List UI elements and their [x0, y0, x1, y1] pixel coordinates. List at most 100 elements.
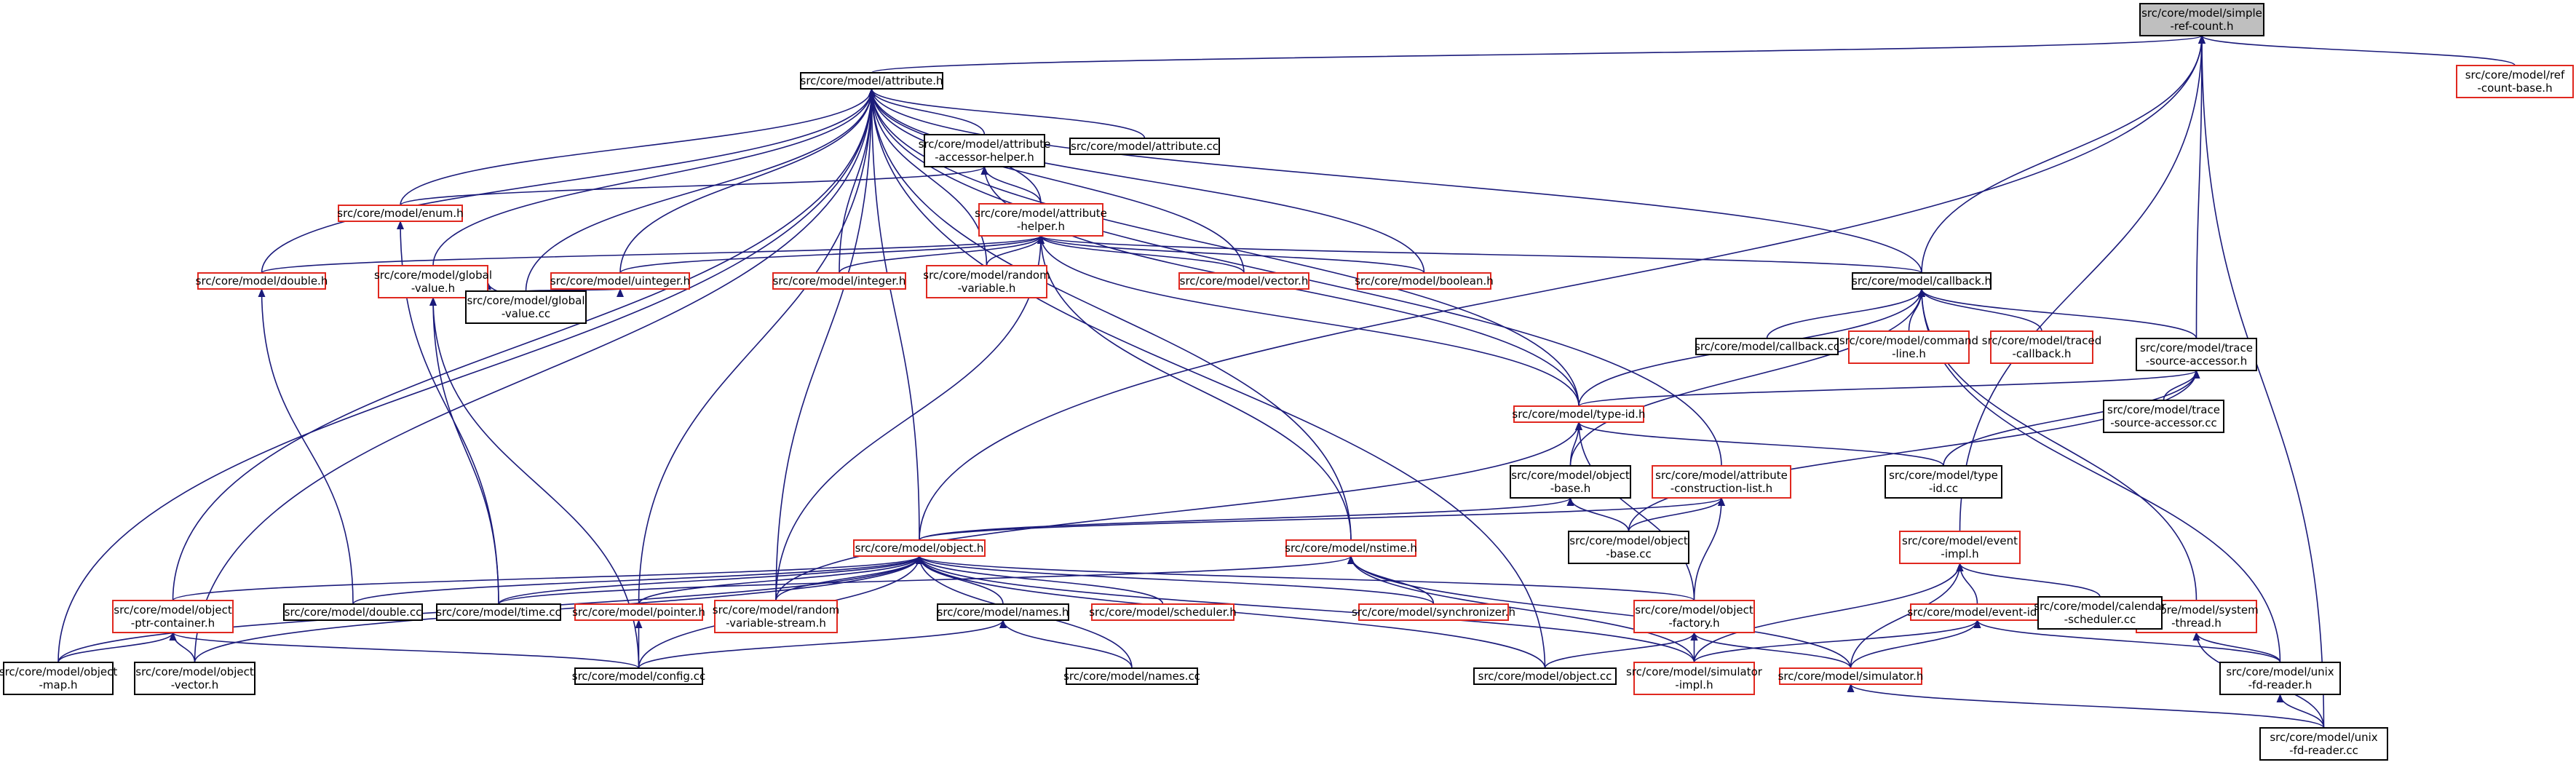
- edge-object-to-objectbase: [919, 497, 1574, 541]
- node-objectmap: src/core/model/object-map.h: [0, 662, 117, 695]
- node-synchronizer[interactable]: src/core/model/synchronizer.h: [1352, 603, 1515, 621]
- edge-calendarcc-to-eventimpl: [1956, 563, 2101, 598]
- edge-typeidcc-to-tracesourceaccessor: [1943, 370, 2200, 467]
- node-eventimpl[interactable]: src/core/model/event-impl.h: [1899, 531, 2021, 564]
- node-objectfactory[interactable]: src/core/model/object-factory.h: [1633, 600, 1755, 633]
- node-attrconstruction[interactable]: src/core/model/attribute-construction-li…: [1652, 465, 1791, 499]
- edge-callbackcc-to-callback: [1766, 288, 1925, 339]
- edge-double-to-attribute: [261, 88, 876, 274]
- node-objectcc: src/core/model/object.cc: [1473, 667, 1617, 685]
- node-label: src/core/model/global: [467, 294, 584, 307]
- edge-ptrcontainer-to-object: [172, 555, 923, 601]
- node-boolean[interactable]: src/core/model/boolean.h: [1355, 272, 1494, 290]
- node-label: src/core/model/pointer.h: [572, 606, 705, 619]
- node-label: -base.cc: [1606, 547, 1651, 560]
- node-label: src/core/model/attribute: [1655, 469, 1788, 482]
- edge-globalvalue-to-attribute: [432, 88, 876, 266]
- node-label: src/core/model/callback.cc: [1695, 340, 1839, 353]
- edge-objectfactory-to-object: [916, 555, 1695, 601]
- node-globalvalue[interactable]: src/core/model/global-value.h: [374, 265, 492, 298]
- node-integer[interactable]: src/core/model/integer.h: [772, 272, 906, 290]
- edge-refcountbase-to-root: [2198, 35, 2516, 66]
- edge-objectcc-to-attribute: [868, 88, 1546, 669]
- edge-objectbasecc-to-objectbase: [1566, 497, 1630, 532]
- node-object[interactable]: src/core/model/object.h: [853, 539, 986, 557]
- edge-objectvector-to-attribute: [194, 88, 876, 663]
- node-objectvector: src/core/model/object-vector.h: [134, 662, 255, 695]
- edge-doublecc-to-object: [352, 555, 923, 605]
- node-configcc: src/core/model/config.cc: [572, 667, 705, 685]
- node-simulatorimpl[interactable]: src/core/model/simulator-impl.h: [1626, 662, 1763, 695]
- node-namescc: src/core/model/names.cc: [1063, 667, 1200, 685]
- node-simulator[interactable]: src/core/model/simulator.h: [1778, 667, 1924, 685]
- node-typeid[interactable]: src/core/model/type-id.h: [1512, 405, 1646, 423]
- node-label: src/core/model/attribute.cc: [1071, 140, 1218, 153]
- node-typeidcc: src/core/model/type-id.cc: [1885, 465, 2002, 499]
- edge-enum-to-accessorhelper: [400, 166, 988, 206]
- node-ptrcontainer[interactable]: src/core/model/object-ptr-container.h: [112, 600, 234, 633]
- edge-vector-to-attribute: [868, 88, 1245, 274]
- edge-timecc-to-globalvalue: [429, 297, 499, 605]
- edge-objectbasecc-to-attrconstruction: [1628, 497, 1725, 532]
- node-attributecc: src/core/model/attribute.cc: [1069, 138, 1220, 155]
- node-enum[interactable]: src/core/model/enum.h: [337, 205, 464, 222]
- edge-doublecc-to-double: [258, 288, 354, 605]
- edge-nstime-to-attrhelper: [1037, 235, 1352, 541]
- edge-tracesourceaccessor-to-callback: [1918, 288, 2197, 339]
- node-label: src/core/model/trace: [2107, 403, 2220, 416]
- node-label: src/core/model/uinteger.h: [550, 274, 690, 288]
- edge-simulatorimpl-to-eventimpl: [1693, 563, 1964, 663]
- node-label: src/core/model/unix: [2226, 665, 2334, 678]
- edge-simulatorimpl-to-nstime: [1347, 555, 1695, 663]
- edge-accessorhelper-to-attribute: [868, 88, 986, 135]
- edge-uinteger-to-attrhelper: [619, 235, 1045, 274]
- node-randomvar[interactable]: src/core/model/random-variable.h: [923, 265, 1050, 298]
- node-label: -impl.h: [1675, 678, 1713, 691]
- node-vector[interactable]: src/core/model/vector.h: [1178, 272, 1309, 290]
- node-label: src/core/model/object: [1635, 603, 1753, 617]
- node-commandline[interactable]: src/core/model/command-line.h: [1839, 330, 1978, 364]
- node-label: -source-accessor.cc: [2110, 416, 2216, 429]
- edge-callback-to-attrhelper: [1037, 235, 1922, 274]
- edge-double-to-attrhelper: [261, 235, 1045, 274]
- node-label: src/core/model/object.cc: [1478, 670, 1612, 683]
- edge-integer-to-attrhelper: [839, 235, 1045, 274]
- node-refcountbase[interactable]: src/core/model/ref-count-base.h: [2456, 65, 2574, 98]
- node-randomstream[interactable]: src/core/model/random-variable-stream.h: [713, 600, 839, 633]
- node-label: src/core/model/unix: [2270, 731, 2377, 744]
- node-label: src/core/model/command: [1839, 334, 1978, 347]
- node-unixfdreadercc: src/core/model/unix-fd-reader.cc: [2259, 727, 2388, 761]
- node-attrhelper[interactable]: src/core/model/attribute-helper.h: [975, 203, 1107, 237]
- edge-globalvaluecc-to-attribute: [525, 88, 876, 292]
- node-label: src/core/model/attribute: [919, 138, 1051, 151]
- node-scheduler[interactable]: src/core/model/scheduler.h: [1089, 603, 1237, 621]
- node-label: -value.h: [411, 282, 455, 295]
- edge-objectfactory-to-attrconstruction: [1693, 497, 1725, 601]
- node-label: -thread.h: [2171, 617, 2222, 630]
- node-label: src/core/model/synchronizer.h: [1352, 606, 1515, 619]
- node-label: src/core/model/attribute: [975, 207, 1107, 220]
- node-nstime[interactable]: src/core/model/nstime.h: [1285, 539, 1417, 557]
- node-label: src/core/model/object: [1569, 534, 1688, 547]
- node-double[interactable]: src/core/model/double.h: [196, 272, 328, 290]
- node-uinteger[interactable]: src/core/model/uinteger.h: [550, 272, 690, 290]
- edge-randomstream-to-attrhelper: [775, 235, 1045, 601]
- edge-attrhelper-to-accessorhelper: [980, 166, 1042, 205]
- node-label: -variable.h: [958, 282, 1016, 295]
- node-label: src/core/model/system: [2134, 603, 2259, 617]
- edge-nstime-to-attribute: [868, 88, 1352, 541]
- node-unixfdreader: src/core/model/unix-fd-reader.h: [2219, 662, 2341, 695]
- edge-simulatorimpl-to-eventid: [1693, 619, 1981, 663]
- node-label: src/core/model/global: [374, 269, 492, 282]
- node-pointer[interactable]: src/core/model/pointer.h: [572, 603, 705, 621]
- node-tracedcallback[interactable]: src/core/model/traced-callback.h: [1982, 330, 2102, 364]
- node-label: -ref-count.h: [2171, 20, 2234, 33]
- edge-configcc-to-ptrcontainer: [169, 632, 640, 669]
- node-label: src/core/model/random: [923, 269, 1050, 282]
- edge-simulatorimpl-to-object: [916, 555, 1695, 663]
- node-eventid[interactable]: src/core/model/event-id.h: [1907, 603, 2048, 621]
- edge-attribute-to-root: [871, 35, 2206, 74]
- edge-simulator-to-eventimpl: [1850, 563, 1964, 669]
- edge-simulator-to-nstime: [1347, 555, 1852, 669]
